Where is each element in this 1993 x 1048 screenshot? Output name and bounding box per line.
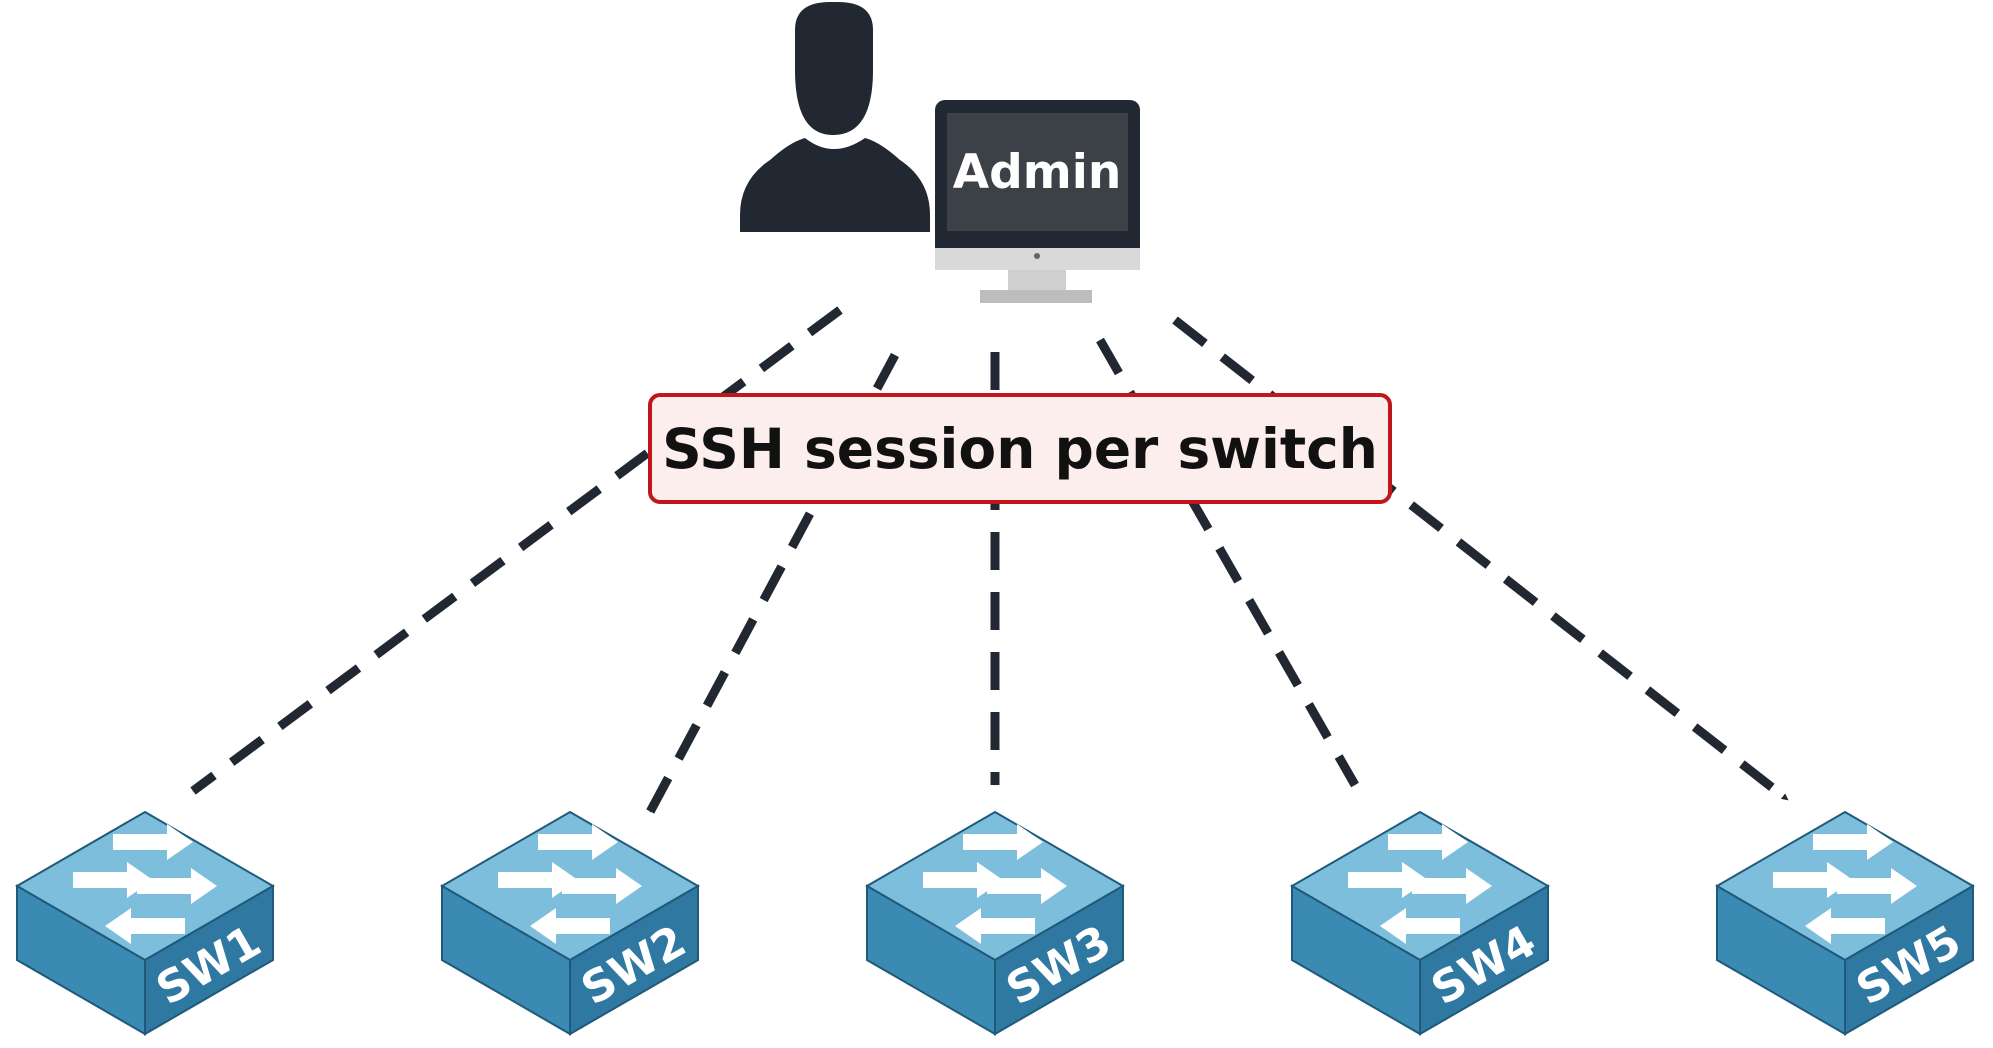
switch-row: SW1 SW2 SW3 SW4 SW5 bbox=[16, 811, 1974, 1035]
monitor-label: Admin bbox=[953, 145, 1122, 200]
switch-sw2: SW2 bbox=[441, 811, 699, 1035]
ssh-connections bbox=[190, 306, 1791, 815]
callout-text: SSH session per switch bbox=[662, 417, 1378, 481]
ssh-callout: SSH session per switch bbox=[648, 393, 1392, 504]
switch-sw5: SW5 bbox=[1716, 811, 1974, 1035]
user-icon bbox=[740, 2, 930, 232]
callout-box bbox=[648, 393, 1392, 504]
monitor-icon: Admin bbox=[935, 100, 1140, 303]
connection-sw1 bbox=[190, 306, 843, 795]
switch-sw1: SW1 bbox=[16, 811, 274, 1035]
switch-sw3: SW3 bbox=[866, 811, 1124, 1035]
connection-sw5 bbox=[1172, 316, 1791, 804]
switch-sw4: SW4 bbox=[1291, 811, 1549, 1035]
